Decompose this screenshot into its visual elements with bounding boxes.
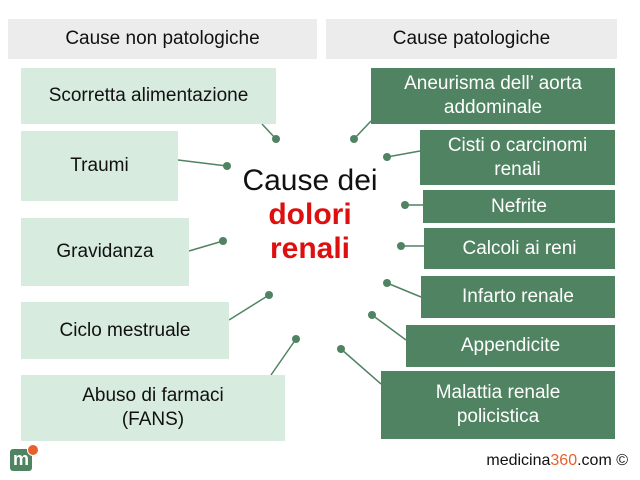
cause-label: Traumi — [70, 155, 129, 176]
cause-calcoli-reni: Calcoli ai reni — [424, 228, 615, 269]
cause-abuso-farmaci: Abuso di farmaci (FANS) — [21, 375, 285, 441]
cause-cisti-carcinomi: Cisti o carcinomi renali — [420, 130, 615, 185]
site-credit: medicina360.com © — [486, 452, 628, 470]
cause-label: Cisti o carcinomi renali — [447, 134, 588, 180]
header-pathological: Cause patologiche — [326, 19, 617, 59]
cause-infarto-renale: Infarto renale — [421, 276, 615, 318]
credit-number: 360 — [550, 452, 578, 469]
central-title-line3: renali — [269, 232, 351, 265]
cause-ciclo-mestruale: Ciclo mestruale — [21, 302, 229, 359]
credit-prefix: medicina — [486, 452, 551, 469]
logo-dot-icon — [27, 444, 39, 456]
logo-letter: m — [12, 449, 29, 469]
central-title: Cause dei dolori renali — [232, 164, 388, 266]
cause-nefrite: Nefrite — [423, 190, 615, 223]
cause-label: Gravidanza — [56, 241, 154, 262]
header-non-pathological: Cause non patologiche — [8, 19, 317, 59]
cause-label: Malattia renale policistica — [435, 382, 561, 427]
cause-scorretta-alimentazione: Scorretta alimentazione — [21, 68, 276, 124]
cause-gravidanza: Gravidanza — [21, 218, 189, 286]
cause-label: Infarto renale — [462, 286, 574, 307]
cause-aneurisma-aorta: Aneurisma dell’ aorta addominale — [371, 68, 615, 124]
header-pathological-label: Cause patologiche — [392, 28, 551, 49]
cause-traumi: Traumi — [21, 131, 178, 201]
header-non-pathological-label: Cause non patologiche — [65, 28, 260, 49]
cause-label: Aneurisma dell’ aorta addominale — [404, 73, 582, 118]
medicina360-logo-icon: m — [10, 449, 32, 471]
central-title-line2: dolori — [268, 198, 352, 231]
cause-label: Ciclo mestruale — [59, 319, 191, 341]
cause-label: Appendicite — [460, 335, 561, 356]
central-title-line1: Cause dei — [242, 164, 378, 197]
cause-appendicite: Appendicite — [406, 325, 615, 367]
cause-malattia-renale-policistica: Malattia renale policistica — [381, 371, 615, 439]
credit-suffix: .com © — [577, 452, 628, 469]
cause-label: Nefrite — [491, 195, 547, 217]
cause-label: Scorretta alimentazione — [48, 85, 249, 106]
cause-label: Abuso di farmaci (FANS) — [82, 385, 224, 430]
cause-label: Calcoli ai reni — [462, 237, 577, 259]
